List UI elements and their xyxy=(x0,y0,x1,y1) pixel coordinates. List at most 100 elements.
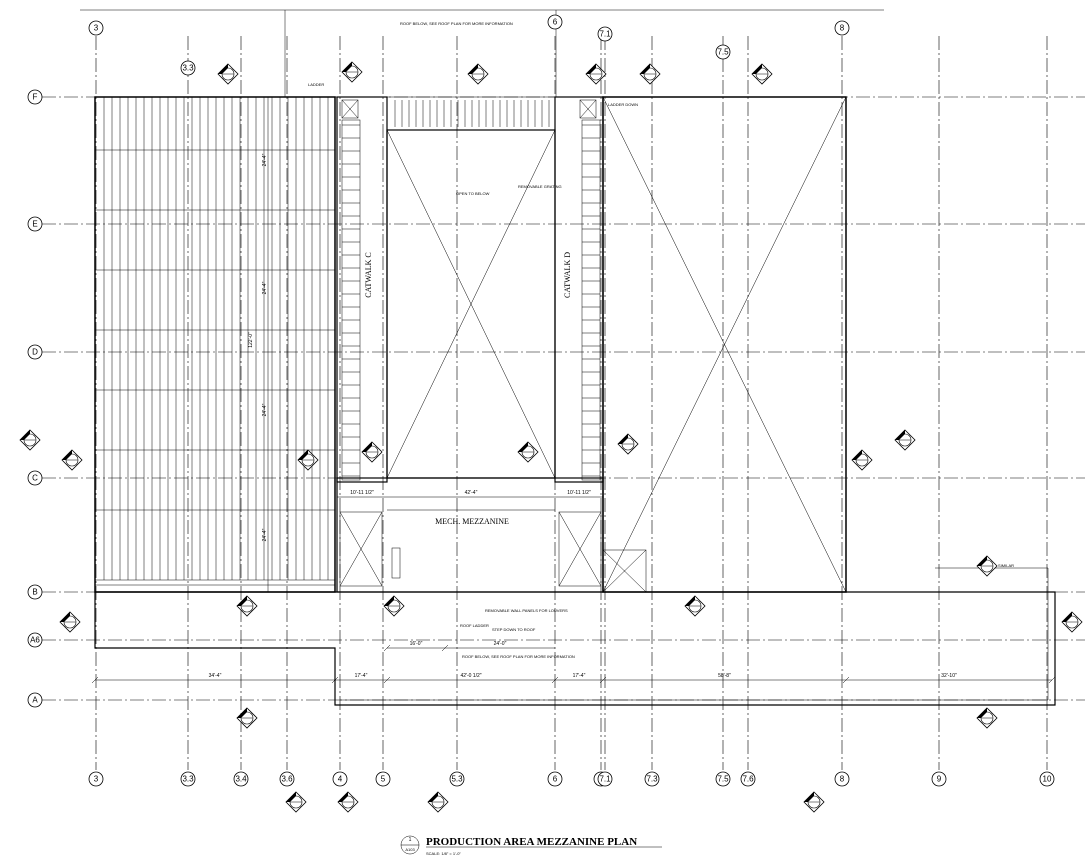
dimension-label: 58'-8" xyxy=(718,673,731,679)
grid-row-label: B xyxy=(32,588,37,597)
left-roof-area xyxy=(94,96,336,593)
grid-column-label: 7.3 xyxy=(646,775,658,784)
drawing-scale: SCALE: 1/8" = 1'-0" xyxy=(426,851,461,856)
section-marker-icon xyxy=(803,791,825,813)
grid-row-label: A6 xyxy=(30,636,40,645)
section-marker-icon xyxy=(467,63,489,85)
grid-column-label: 5 xyxy=(381,775,386,784)
grid-row-label: E xyxy=(32,220,37,229)
lower-dimension-string: 16'-0"24'-0" xyxy=(383,641,555,652)
catwalk-c-rungs xyxy=(342,124,360,477)
roof-ribs xyxy=(95,97,335,580)
section-marker-icon xyxy=(851,449,873,471)
section-marker-icon xyxy=(639,63,661,85)
dimension-label: 16'-0" xyxy=(410,641,423,647)
dimension-label: 24'-4" xyxy=(262,403,268,416)
grid-row-bubble: B xyxy=(27,584,43,600)
section-marker-icon xyxy=(297,449,319,471)
grid-column-bubble-top: 6 xyxy=(547,14,563,30)
section-marker-icon xyxy=(427,791,449,813)
grid-column-bubble: 3 xyxy=(88,771,104,787)
grid-row-label: F xyxy=(33,93,38,102)
grid-column-bubble-top: 7.1 xyxy=(597,26,613,42)
grid-row-bubble: A6 xyxy=(27,632,43,648)
dimension-label: 42'-4" xyxy=(465,490,478,496)
section-marker-icon xyxy=(236,707,258,729)
detail-sheet: A103 xyxy=(405,847,415,852)
note-open-below: OPEN TO BELOW xyxy=(456,191,490,196)
grid-column-label: 9 xyxy=(937,775,942,784)
dimension-label: 17'-4" xyxy=(573,673,586,679)
grid-row-bubble: C xyxy=(27,470,43,486)
section-marker-icon xyxy=(617,433,639,455)
catwalk-c xyxy=(336,96,388,483)
catwalk-d-rungs xyxy=(582,124,600,477)
catwalk-d-label: CATWALK D xyxy=(563,252,572,298)
column-grid-lines xyxy=(95,36,1048,770)
dimension-label: 10'-11 1/2" xyxy=(350,490,374,496)
grid-column-bubble: 5 xyxy=(375,771,391,787)
grid-column-bubble-top: 7.5 xyxy=(715,44,731,60)
grid-column-label: 3 xyxy=(94,24,99,33)
section-marker-icon xyxy=(59,611,81,633)
section-marker-icon xyxy=(337,791,359,813)
note-grating: REMOVABLE GRATING xyxy=(518,184,562,189)
grid-column-label: 6 xyxy=(553,775,558,784)
grid-column-bubble: 3.3 xyxy=(180,771,196,787)
grid-column-label: 7.6 xyxy=(742,775,754,784)
dimension-label: 32'-10" xyxy=(941,673,957,679)
drawing-title: PRODUCTION AREA MEZZANINE PLAN xyxy=(426,836,637,848)
section-marker-icon xyxy=(976,555,998,577)
grid-column-bubble: 3.4 xyxy=(233,771,249,787)
mech-mezzanine-label: MECH. MEZZANINE xyxy=(435,517,509,526)
section-marker-icon xyxy=(236,595,258,617)
grid-column-label: 7.5 xyxy=(717,48,729,57)
note-roof-above: ROOF BELOW, SEE ROOF PLAN FOR MORE INFOR… xyxy=(400,21,513,26)
grid-column-bubble: 7.3 xyxy=(644,771,660,787)
grid-column-label: 3.6 xyxy=(281,775,293,784)
grid-column-bubble-top: 8 xyxy=(834,20,850,36)
column-bubbles-top: 3 3.3 6 7.1 7.5 8 xyxy=(88,14,850,76)
section-marker-icon xyxy=(285,791,307,813)
grid-column-label: 3.4 xyxy=(235,775,247,784)
grid-row-bubble: D xyxy=(27,344,43,360)
grid-row-label: A xyxy=(32,696,38,705)
row-bubbles: F E D C B A6A xyxy=(27,89,43,708)
note-roof-ladder: ROOF LADDER xyxy=(460,623,489,628)
dimension-label: 42'-0 1/2" xyxy=(460,673,481,679)
dimension-label: 24'-4" xyxy=(262,281,268,294)
bottom-dimension-string: 34'-4" 17'-4" 42'-0 1/2" 17'-4" 58'-8" 32'-10… xyxy=(91,673,1056,684)
mech-dimension-string: 42'-4" 10'-11 1/2" 10'-11 1/2" xyxy=(337,490,603,498)
section-marker-icon xyxy=(341,61,363,83)
center-open-area xyxy=(386,96,556,479)
dimension-label: 17'-4" xyxy=(355,673,368,679)
grid-column-bubble: 8 xyxy=(834,771,850,787)
grid-column-bubble: 3.6 xyxy=(279,771,295,787)
grid-column-bubble: 7.1 xyxy=(597,771,613,787)
dimension-label: 34'-4" xyxy=(209,673,222,679)
grid-column-label: 8 xyxy=(840,24,845,33)
grid-column-bubble: 5.3 xyxy=(449,771,465,787)
grid-column-label: 3 xyxy=(94,775,99,784)
section-marker-icon xyxy=(19,429,41,451)
note-step-down: STEP DOWN TO ROOF xyxy=(492,627,536,632)
dimension-label: 122'-0" xyxy=(248,332,254,348)
detail-number: 1 xyxy=(409,837,412,843)
grid-column-bubble: 7.6 xyxy=(740,771,756,787)
grid-column-bubble: 7.5 xyxy=(715,771,731,787)
grid-column-bubble: 9 xyxy=(931,771,947,787)
section-marker-icon xyxy=(976,707,998,729)
mech-mezzanine xyxy=(336,477,647,593)
dimension-label: 10'-11 1/2" xyxy=(567,490,591,496)
grid-column-bubble: 4 xyxy=(332,771,348,787)
grid-column-label: 4 xyxy=(338,775,343,784)
dimension-label: 24'-4" xyxy=(262,528,268,541)
catwalk-c-label: CATWALK C xyxy=(364,252,373,298)
grid-column-bubble: 10 xyxy=(1039,771,1055,787)
section-marker-icon xyxy=(517,441,539,463)
grid-column-label: 3.3 xyxy=(182,64,194,73)
grid-column-bubble: 6 xyxy=(547,771,563,787)
grid-column-label: 8 xyxy=(840,775,845,784)
